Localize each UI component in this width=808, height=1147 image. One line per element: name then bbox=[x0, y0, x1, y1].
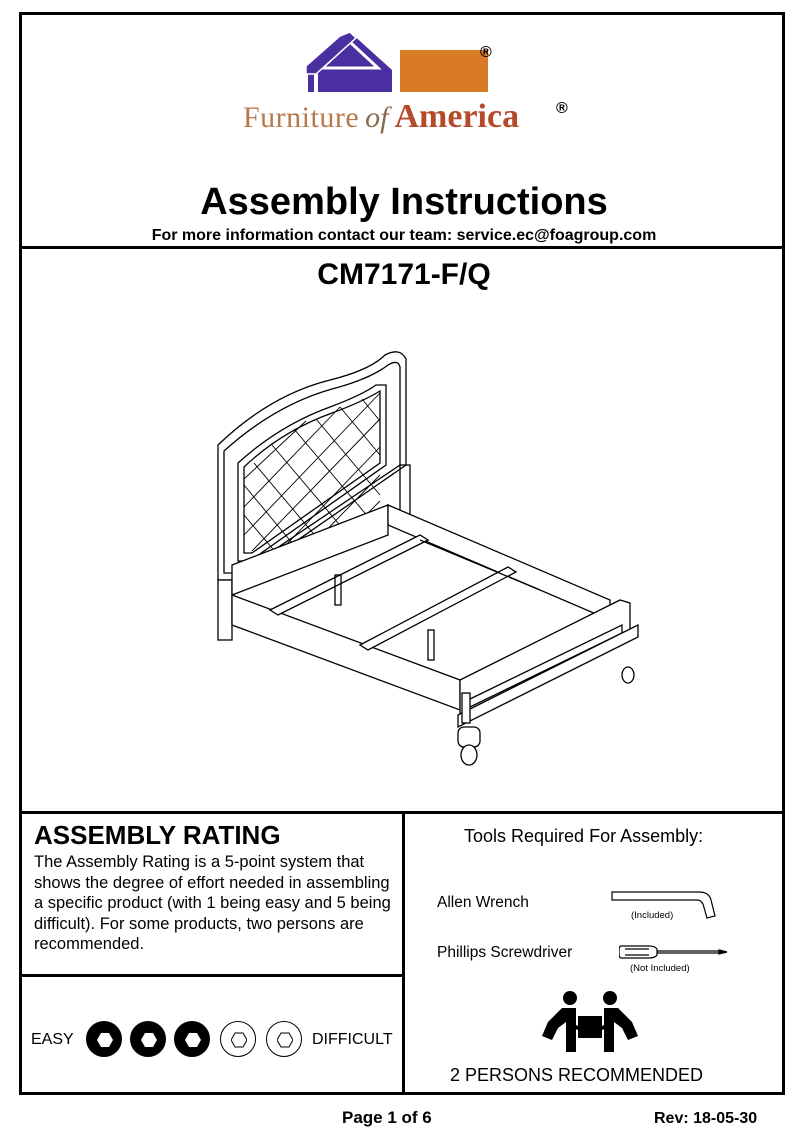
page-title: Assembly Instructions bbox=[200, 181, 608, 223]
divider-header bbox=[19, 246, 785, 249]
assembly-rating-heading: ASSEMBLY RATING bbox=[34, 820, 281, 850]
persons-recommended-label: 2 PERSONS RECOMMENDED bbox=[450, 1065, 704, 1085]
wordmark-registered-mark: ® bbox=[556, 100, 568, 117]
allen-wrench-icon bbox=[611, 891, 716, 919]
contact-line: For more information contact our team: s… bbox=[151, 227, 657, 244]
tools-heading: Tools Required For Assembly: bbox=[464, 826, 704, 846]
brand-word-3: America bbox=[394, 98, 520, 135]
house-logo-icon bbox=[305, 31, 488, 92]
logo-registered-mark: ® bbox=[480, 44, 492, 61]
screwdriver-icon bbox=[619, 945, 728, 959]
divider-vertical bbox=[402, 811, 405, 1095]
rating-dot-5 bbox=[266, 1021, 302, 1057]
rating-dot-4 bbox=[220, 1021, 256, 1057]
tool-screwdriver-note: (Not Included) bbox=[630, 963, 690, 974]
rating-dot-3 bbox=[174, 1021, 210, 1057]
model-number: CM7171-F/Q bbox=[317, 258, 491, 291]
tool-allen-wrench-label: Allen Wrench bbox=[437, 894, 529, 911]
brand-wordmark: Furniture of America bbox=[243, 98, 573, 142]
scale-easy-label: EASY bbox=[31, 1031, 74, 1048]
brand-word-2: of bbox=[365, 101, 389, 134]
tool-allen-wrench-note: (Included) bbox=[631, 910, 674, 921]
two-persons-lifting-icon bbox=[542, 991, 638, 1052]
bed-illustration bbox=[217, 351, 639, 766]
brand-word-1: Furniture bbox=[243, 101, 360, 134]
rating-dot-1 bbox=[86, 1021, 122, 1057]
divider-rating-left bbox=[19, 974, 405, 977]
revision-label: Rev: 18-05-30 bbox=[654, 1110, 758, 1127]
page-number: Page 1 of 6 bbox=[342, 1108, 432, 1127]
assembly-rating-description: The Assembly Rating is a 5-point system … bbox=[34, 853, 391, 953]
tool-screwdriver-label: Phillips Screwdriver bbox=[437, 944, 573, 961]
scale-difficult-label: DIFFICULT bbox=[312, 1031, 393, 1048]
rating-dot-2 bbox=[130, 1021, 166, 1057]
